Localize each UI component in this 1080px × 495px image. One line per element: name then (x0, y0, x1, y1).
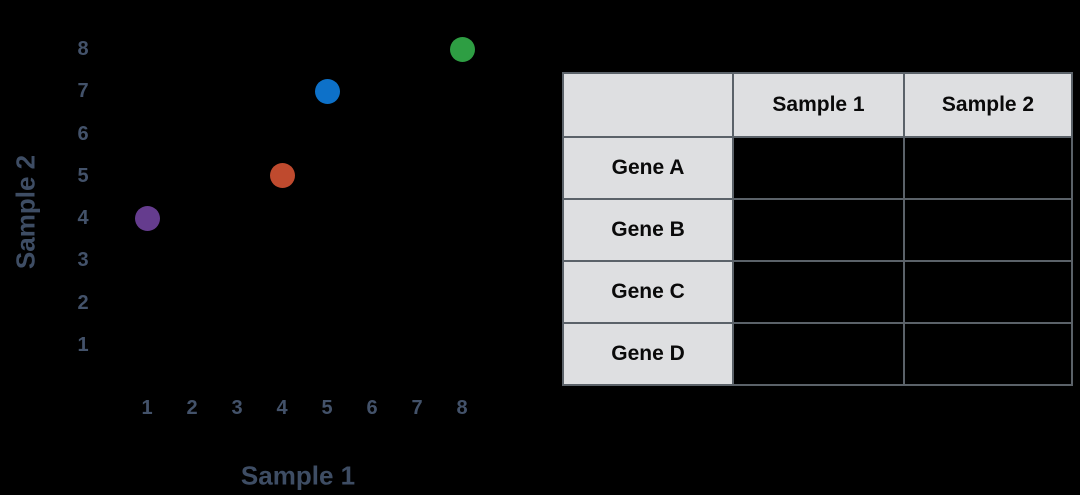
y-tick-label: 4 (77, 207, 89, 230)
table-data-cell (732, 322, 905, 386)
table-data-cell (732, 136, 905, 200)
gene-row-label: Gene D (562, 322, 734, 386)
x-tick-label: 6 (366, 397, 378, 419)
table-header-cell: Sample 2 (903, 72, 1073, 138)
y-tick-label: 7 (77, 80, 89, 103)
gene-row-label: Gene C (562, 260, 734, 324)
gene-row-label: Gene A (562, 136, 734, 200)
x-tick-label: 4 (276, 397, 288, 419)
table-data-cell (732, 260, 905, 324)
table-data-cell (903, 260, 1073, 324)
table-header-cell: Sample 1 (732, 72, 905, 138)
y-tick-label: 8 (77, 38, 89, 60)
red-point (269, 163, 295, 189)
x-tick-label: 5 (321, 397, 333, 419)
purple-point (134, 205, 160, 231)
y-axis-title: Sample 2 (10, 154, 41, 270)
table-row: Gene C (562, 260, 1073, 324)
table-row: Gene D (562, 322, 1073, 386)
x-axis-title: Sample 1 (240, 460, 356, 491)
table-row: Gene B (562, 198, 1073, 262)
y-tick-label: 5 (77, 164, 89, 187)
table-data-cell (732, 198, 905, 262)
green-point (449, 36, 475, 62)
y-tick-label: 3 (77, 249, 89, 272)
x-tick-label: 1 (141, 397, 153, 419)
x-tick-label: 2 (186, 397, 198, 419)
x-tick-label: 8 (456, 397, 468, 419)
table-corner-cell (562, 72, 734, 138)
scatter-plot: Sample 2 1 2 3 4 5 6 7 8 1 2 3 4 5 6 7 8 Sample 1 (10, 36, 475, 491)
gene-row-label: Gene B (562, 198, 734, 262)
y-tick-label: 6 (77, 122, 89, 145)
blue-point (314, 78, 340, 104)
x-tick-label: 7 (411, 397, 423, 419)
x-tick-label: 3 (231, 397, 243, 419)
table-data-cell (903, 322, 1073, 386)
table-data-cell (903, 198, 1073, 262)
y-tick-label: 2 (77, 291, 89, 314)
table-row: Gene A (562, 136, 1073, 200)
y-tick-label: 1 (77, 334, 89, 356)
table-data-cell (903, 136, 1073, 200)
